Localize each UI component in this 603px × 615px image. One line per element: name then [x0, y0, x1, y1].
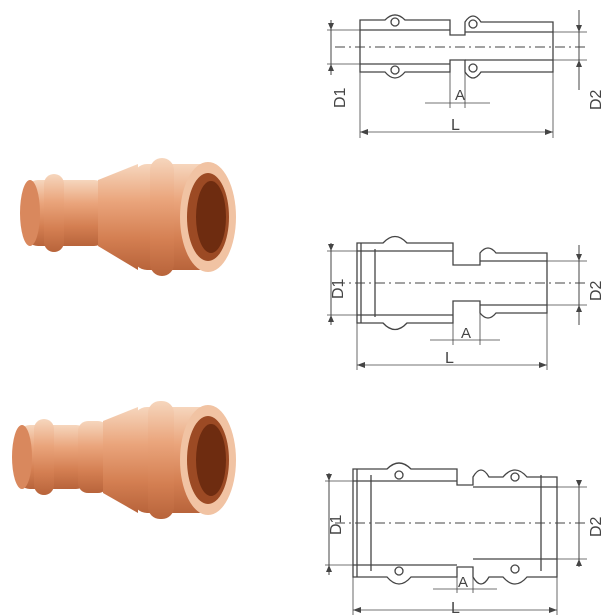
l-label-2: L [445, 350, 454, 367]
a-label-2: A [461, 325, 471, 342]
d1-label-3: D1 [328, 514, 345, 535]
technical-drawing-2: D1 D2 A L [327, 235, 603, 370]
d1-label-2: D1 [330, 278, 347, 299]
d1-label-1: D1 [332, 87, 349, 108]
d2-label-3: D2 [588, 516, 603, 537]
l-label-3: L [451, 600, 460, 615]
technical-drawing-3: D1 D2 A L [325, 462, 603, 615]
d2-label-2: D2 [588, 280, 603, 301]
d2-label-1: D2 [588, 89, 603, 110]
technical-drawing-1: D1 D2 A L [327, 10, 603, 138]
l-label-1: L [451, 117, 460, 134]
a-label-1: A [455, 87, 465, 104]
fitting-photo-1 [20, 158, 236, 276]
a-label-3: A [458, 574, 468, 591]
fitting-photo-2 [12, 401, 236, 519]
